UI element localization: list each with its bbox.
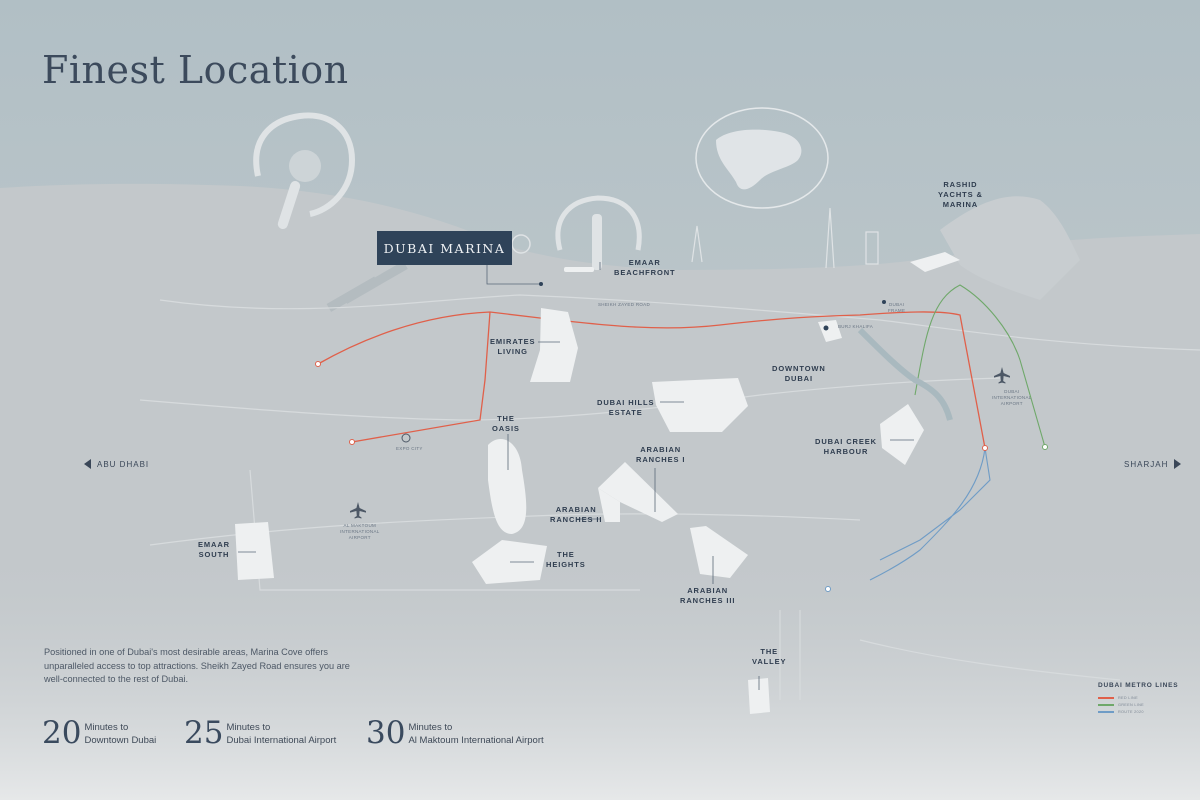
metro-blue-line: [869, 447, 991, 581]
area-the-oasis: [488, 438, 527, 534]
area-arabian-ranches-2: [598, 488, 620, 522]
metro-green-line: [914, 284, 1046, 448]
stat-number: 25: [184, 715, 224, 751]
label-the-heights[interactable]: THE HEIGHTS: [546, 550, 586, 569]
area-arabian-ranches-3: [690, 526, 748, 578]
metro-legend: DUBAI METRO LINES Red Line Green Line Ro…: [1098, 682, 1178, 717]
location-description: Positioned in one of Dubai's most desira…: [44, 647, 350, 684]
ain-dubai-icon: [511, 234, 531, 254]
legend-row: Red Line: [1098, 696, 1178, 700]
label-burj-khalifa: BURJ KHALIFA: [838, 324, 874, 329]
label-expo: EXPO CITY: [396, 446, 423, 451]
stat-number: 30: [366, 715, 406, 751]
area-emaar-beachfront: [564, 267, 594, 272]
area-downtown: [818, 320, 842, 342]
label-dwc-airport: AL MAKTOUM INTERNATIONAL AIRPORT: [340, 523, 380, 540]
label-emaar-beachfront[interactable]: EMAAR BEACHFRONT: [614, 258, 676, 277]
label-creek-harbour[interactable]: DUBAI CREEK HARBOUR: [815, 437, 877, 456]
label-emaar-south[interactable]: EMAAR SOUTH: [198, 540, 230, 559]
direction-west-label: ABU DHABI: [97, 459, 150, 469]
area-the-heights: [472, 540, 547, 584]
label-emirates-living[interactable]: EMIRATES LIVING: [490, 337, 536, 356]
legend-row: Route 2020: [1098, 710, 1178, 714]
metro-stations: [315, 361, 1048, 592]
label-arabian-ranches-3[interactable]: ARABIAN RANCHES III: [680, 586, 736, 605]
metro-red-line: [317, 311, 986, 449]
label-the-oasis[interactable]: THE OASIS: [492, 414, 520, 433]
label-dxb-airport: DUBAI INTERNATIONAL AIRPORT: [992, 389, 1032, 406]
label-sheikh-zayed-road: SHEIKH ZAYED ROAD: [598, 302, 651, 307]
legend-title: DUBAI METRO LINES: [1098, 682, 1179, 689]
communities: [235, 252, 960, 714]
marina-pin: [539, 282, 543, 286]
dubai-marina-label[interactable]: DUBAI MARINA: [377, 231, 512, 265]
frame-pin: [882, 300, 886, 304]
stat-number: 20: [42, 715, 82, 751]
islands-east: [940, 196, 1080, 300]
direction-east[interactable]: SHARJAH: [1124, 459, 1182, 469]
label-rashid[interactable]: RASHID YACHTS & MARINA: [938, 180, 983, 209]
legend-row: Green Line: [1098, 703, 1178, 707]
skyline-icons: [691, 207, 879, 269]
area-emirates-living: [530, 308, 578, 382]
legend-swatch-blue: [1098, 711, 1114, 713]
label-downtown[interactable]: DOWNTOWN DUBAI: [772, 364, 826, 383]
page-title: Finest Location: [42, 48, 349, 92]
world-globe-continents: [716, 129, 802, 190]
legend-label: Green Line: [1118, 703, 1144, 707]
palm-jebel-ali-trunk: [277, 150, 321, 230]
airplane-icon-dxb: [994, 367, 1010, 384]
area-rashid: [910, 252, 960, 272]
palm-jumeirah: [555, 195, 642, 251]
legend-label: Route 2020: [1118, 710, 1144, 714]
direction-west[interactable]: ABU DHABI: [84, 459, 149, 469]
area-the-valley: [748, 678, 770, 714]
palm-jumeirah-trunk: [592, 214, 602, 270]
legend-swatch-green: [1098, 704, 1114, 706]
roads: [139, 294, 1200, 700]
expo-icon: [401, 433, 411, 443]
area-dubai-hills: [652, 378, 748, 432]
pointer-lines: [238, 262, 914, 690]
palm-jebel-ali: [253, 112, 356, 217]
dubai-creek: [857, 327, 953, 421]
direction-east-label: SHARJAH: [1124, 459, 1169, 469]
area-emaar-south: [235, 522, 274, 580]
world-globe: [695, 107, 829, 209]
label-dubai-hills[interactable]: DUBAI HILLS ESTATE: [597, 398, 655, 417]
burj-pin: [823, 325, 829, 331]
jebel-ali-port: [326, 261, 408, 312]
legend-swatch-red: [1098, 697, 1114, 699]
label-arabian-ranches-1[interactable]: ARABIAN RANCHES I: [636, 445, 686, 464]
area-arabian-ranches-1: [598, 462, 678, 522]
label-dubai-frame: DUBAI FRAME: [888, 302, 906, 313]
airplane-icon-dwc: [350, 502, 366, 519]
arrow-right-icon: [1174, 459, 1182, 469]
legend-label: Red Line: [1118, 696, 1138, 700]
area-creek-harbour: [880, 404, 924, 465]
label-arabian-ranches-2[interactable]: ARABIAN RANCHES II: [550, 505, 603, 524]
arrow-left-icon: [84, 459, 91, 469]
label-the-valley[interactable]: THE VALLEY: [752, 647, 787, 666]
